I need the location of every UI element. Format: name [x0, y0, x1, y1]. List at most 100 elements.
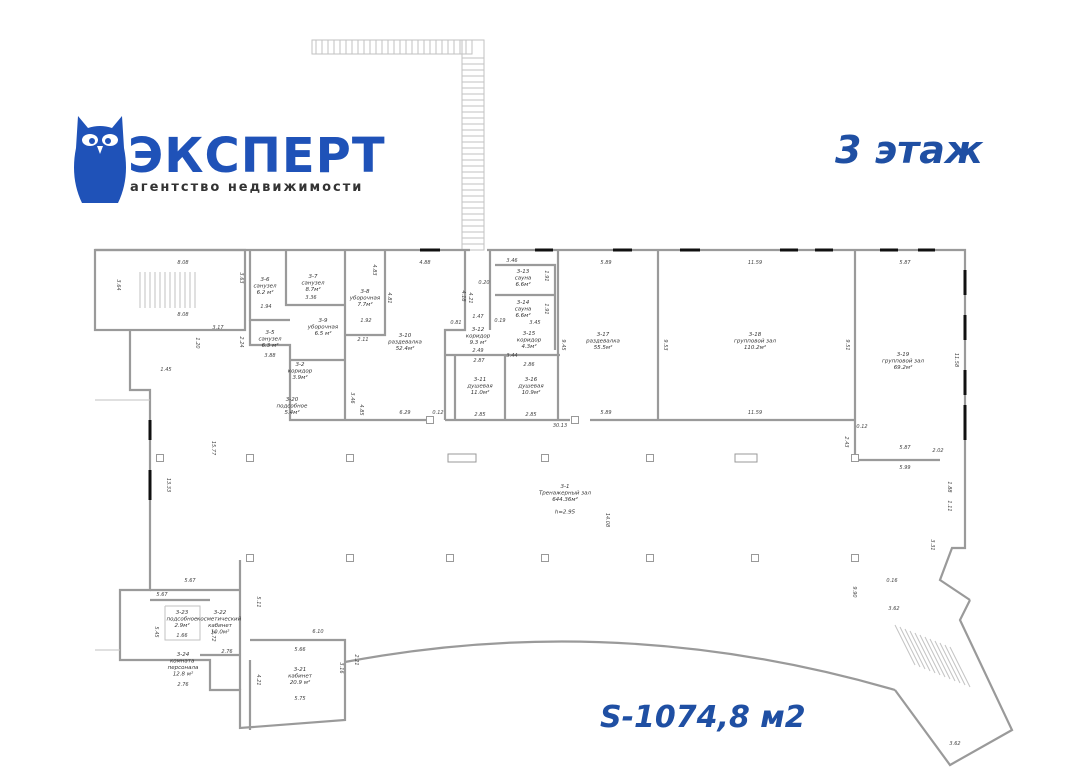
dimension-label: 15.77	[210, 441, 216, 456]
room-name: уборочная	[349, 296, 381, 302]
room-area: 6.6м²	[515, 281, 531, 288]
room-extra: h=2.95	[555, 510, 576, 516]
dimension-label: 0.12	[856, 424, 867, 430]
room-name: коридор	[288, 369, 313, 375]
room-id: 3-24	[177, 652, 190, 658]
dimension-label: 2.87	[473, 358, 485, 364]
dimension-label: 5.67	[184, 578, 196, 584]
room-area: 7.7м²	[357, 301, 373, 308]
room-name: коридор	[466, 334, 491, 340]
dimension-label: 1.88	[946, 481, 952, 492]
column	[446, 554, 454, 562]
room-area: 11.0м²	[471, 389, 490, 396]
room-id: 3-12	[472, 327, 485, 333]
dimension-label: 1.94	[260, 304, 271, 310]
column	[751, 554, 759, 562]
room-name: групповой зал	[734, 339, 776, 345]
room-name: косметический кабинет	[197, 617, 243, 630]
dimension-label: 5.67	[156, 592, 168, 598]
room-id: 3-16	[525, 377, 538, 383]
room-id: 3-22	[214, 610, 227, 616]
dimension-label: 5.89	[600, 260, 611, 266]
dimension-label: 3.46	[349, 392, 355, 403]
column	[246, 454, 254, 462]
dimension-label: 0.19	[494, 318, 505, 324]
dimension-label: 3.16	[338, 662, 344, 673]
room-name: групповой зал	[882, 359, 924, 365]
dimension-label: 0.81	[450, 320, 461, 326]
room-area: 644.36м²	[552, 496, 578, 503]
dimension-label: 13.33	[165, 478, 171, 492]
dimension-label: 0.12	[432, 410, 443, 416]
room-id: 3-21	[294, 667, 306, 673]
column	[346, 554, 354, 562]
stair-step	[934, 640, 956, 682]
room-id: 3-9	[319, 318, 328, 324]
windows	[148, 248, 967, 500]
room-name: раздевалка	[585, 339, 620, 345]
floor-label: 3 этаж	[835, 128, 983, 172]
dimension-label: 2.72	[210, 630, 216, 641]
stair-step	[914, 632, 936, 674]
dimension-label: 11.58	[953, 353, 959, 367]
room-id: 3-20	[286, 397, 299, 403]
column	[851, 554, 859, 562]
dimension-label: 3.88	[264, 353, 275, 359]
room-area: 3.9м²	[292, 374, 308, 381]
column	[541, 454, 549, 462]
column	[734, 453, 758, 463]
room-id: 3-15	[523, 331, 536, 337]
stair-step	[924, 636, 946, 678]
column	[646, 554, 654, 562]
room-area: 20.9 м²	[290, 679, 311, 686]
dimension-label: 6.29	[399, 410, 410, 416]
room-name: Тренажерный зал	[539, 491, 592, 497]
room-area: 69.2м²	[894, 364, 913, 371]
dimension-label: 2.76	[177, 682, 188, 688]
dimension-label: 5.66	[294, 647, 305, 653]
column	[541, 554, 549, 562]
room-name: сауна	[515, 276, 532, 282]
column	[447, 453, 477, 463]
dimension-label: 1.91	[543, 303, 549, 314]
stair-step	[929, 638, 951, 680]
room-id: 3-2	[296, 362, 305, 368]
room-id: 3-6	[261, 277, 270, 283]
dimension-label: 1.11	[946, 500, 952, 511]
stair-step	[944, 644, 966, 686]
dimension-label: 4.21	[255, 674, 261, 685]
room-area: 6.2 м²	[257, 289, 275, 296]
dimension-label: 14.08	[604, 513, 610, 527]
stair-step	[904, 628, 926, 670]
dimension-label: 3.45	[529, 320, 540, 326]
dimension-label: 11.59	[748, 260, 762, 266]
room-area: 4.3м²	[521, 343, 537, 350]
room-id: 3-19	[897, 352, 910, 358]
stair-step	[939, 642, 961, 684]
dimension-label: 3.63	[238, 272, 244, 283]
room-id: 3-10	[399, 333, 412, 339]
room-name: уборочная	[307, 325, 339, 331]
room-id: 3-18	[749, 332, 762, 338]
dimension-label: 2.24	[238, 336, 244, 347]
owl-logo-icon	[74, 116, 126, 203]
dimension-label: 2.49	[472, 348, 483, 354]
dimension-label: 8.08	[177, 260, 188, 266]
room-area: 6.6м²	[515, 312, 531, 319]
room-name: санузел	[301, 281, 325, 287]
dimension-label: 2.11	[357, 337, 368, 343]
